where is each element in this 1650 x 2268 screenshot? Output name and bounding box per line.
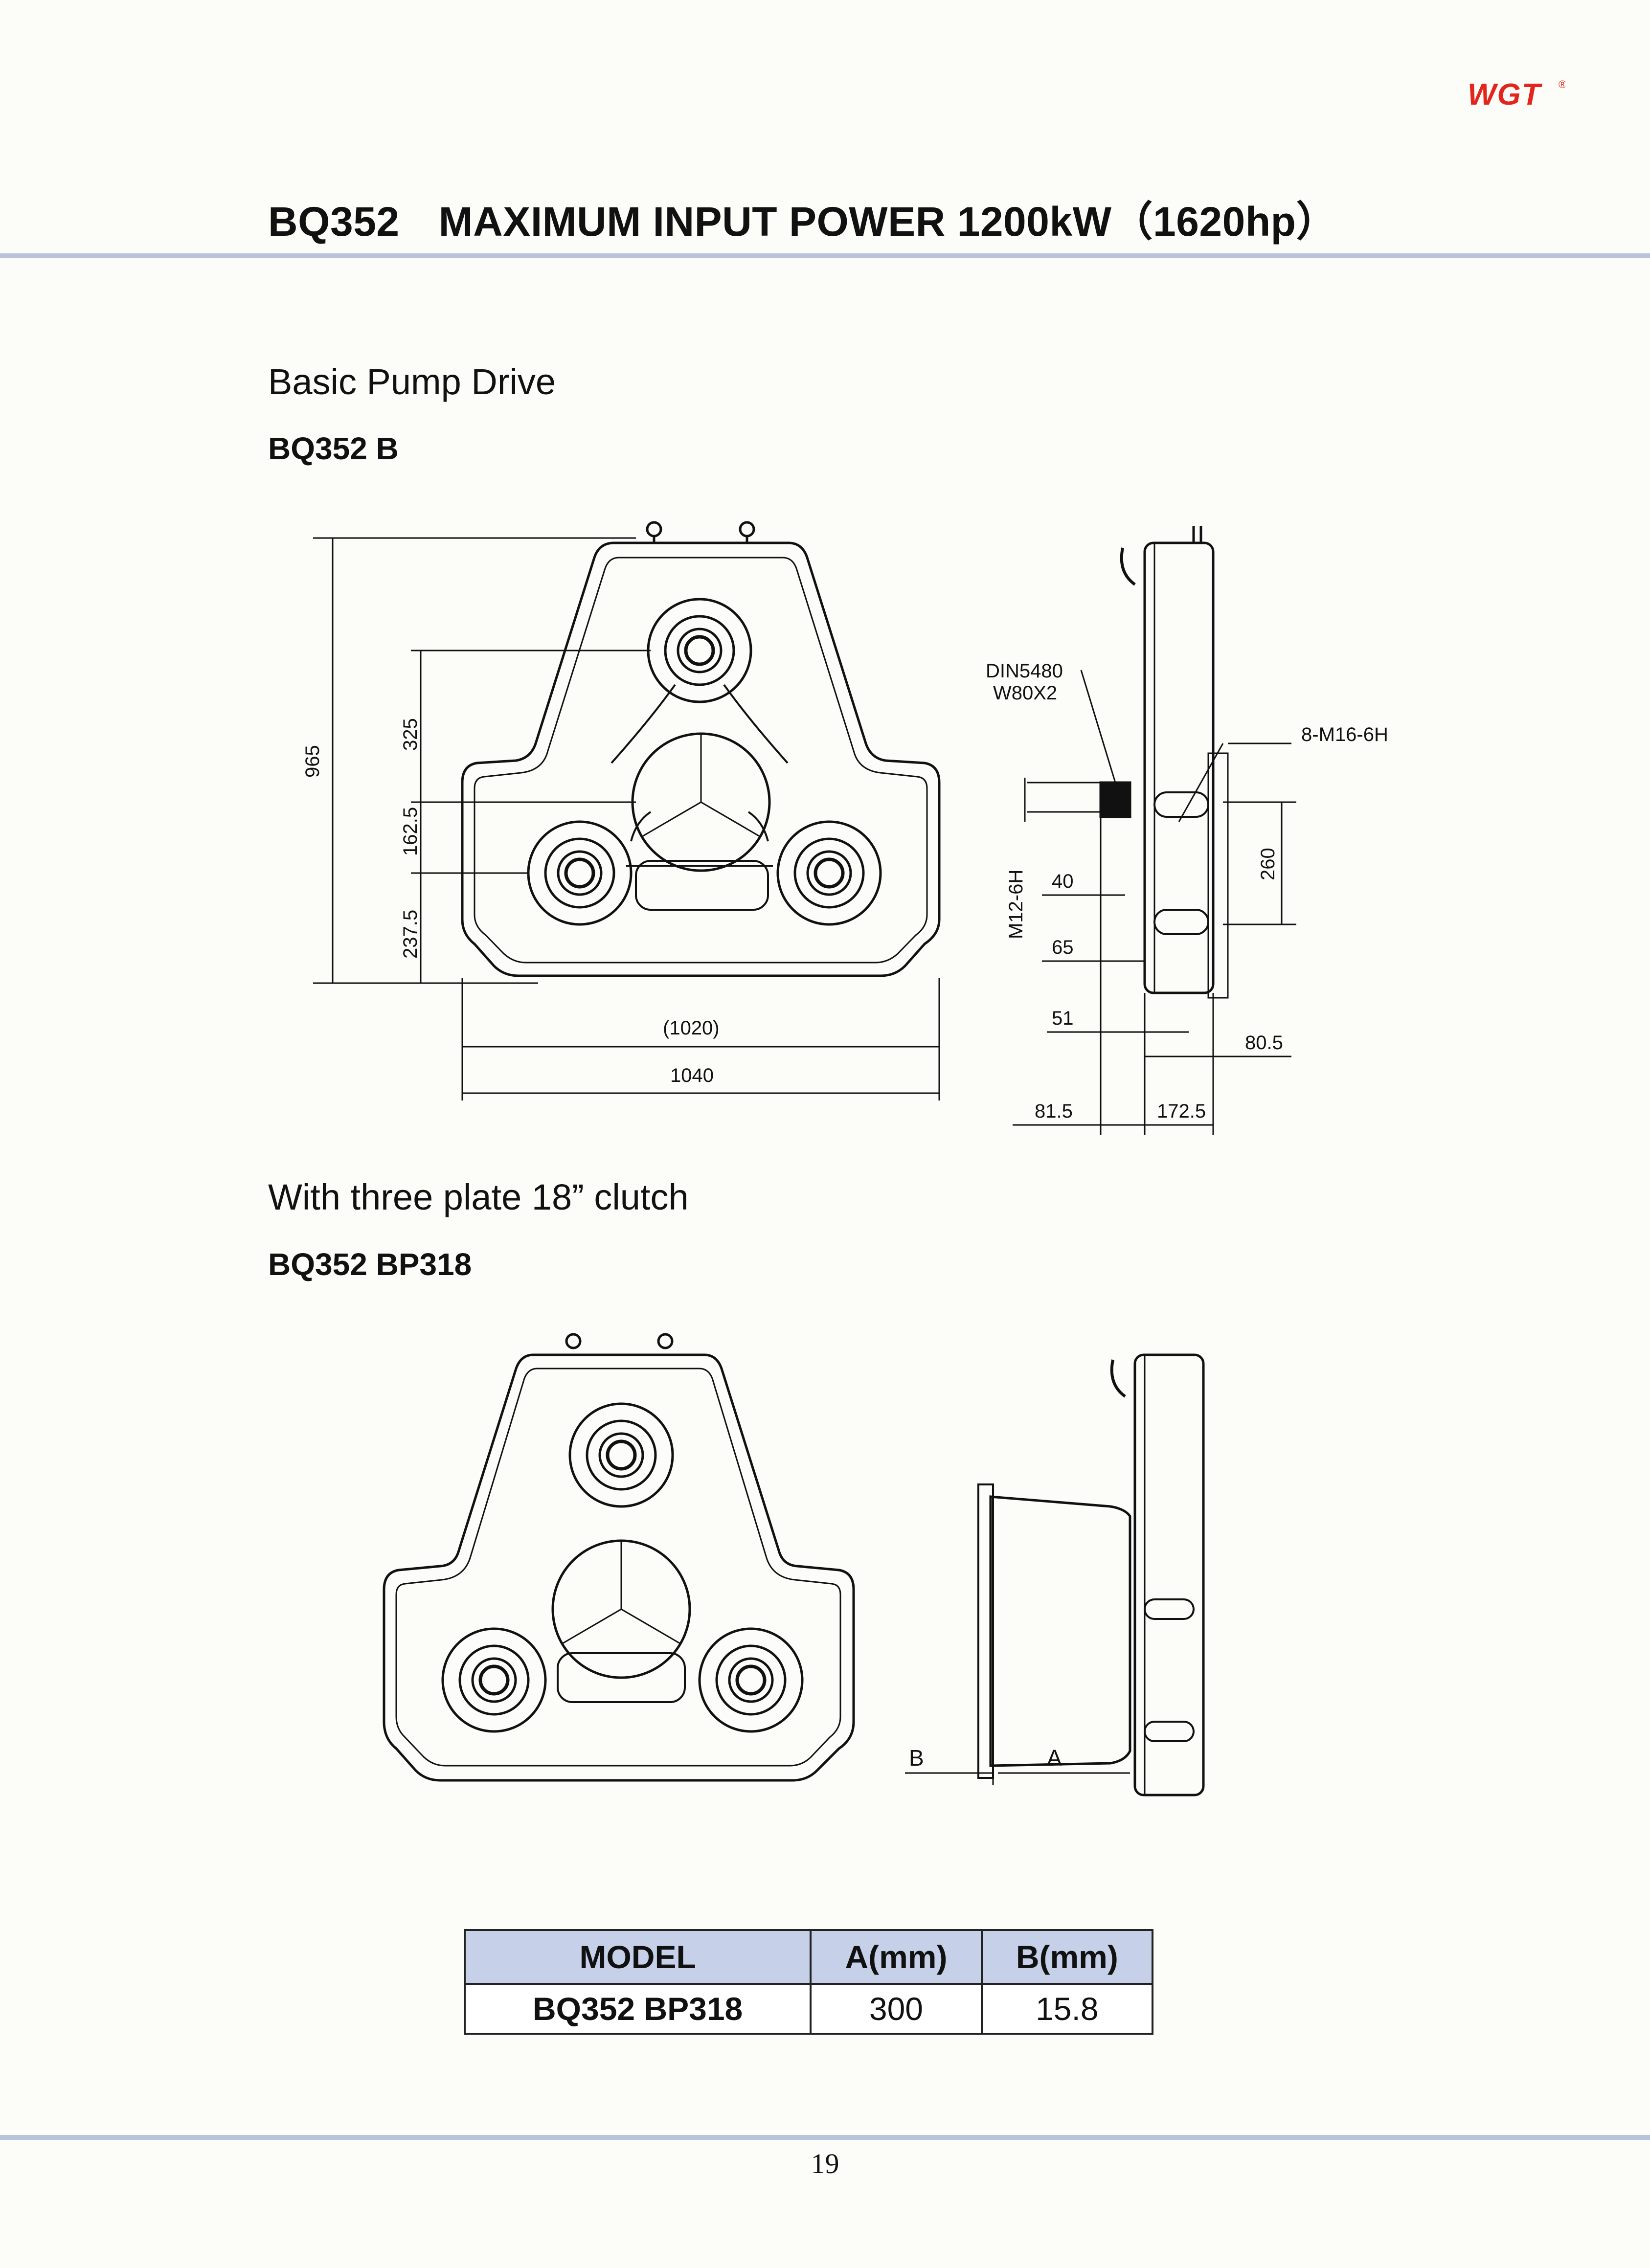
dim-40: 40 (1052, 871, 1074, 892)
title-text: MAXIMUM INPUT POWER 1200kW（1620hp） (438, 199, 1337, 245)
col-model: MODEL (463, 1929, 812, 1985)
dim-overall-width: 1040 (670, 1065, 714, 1086)
clutch-flange (977, 1483, 994, 1779)
clutch-housing (989, 1495, 1131, 1767)
col-b: B(mm) (980, 1929, 1154, 1985)
dim-b: B (909, 1745, 924, 1771)
logo-text: WGT (1468, 78, 1543, 112)
lifting-eye-right (739, 521, 755, 538)
wgt-logo: WGT ® (1468, 78, 1565, 112)
col-a: A(mm) (810, 1929, 983, 1985)
dim-flange-width: (1020) (663, 1017, 720, 1039)
top-gear-outer (647, 598, 752, 703)
slot-bottom (1153, 909, 1209, 935)
cell-a: 300 (810, 1983, 983, 2035)
side-housing (1143, 541, 1215, 994)
cell-b: 15.8 (980, 1983, 1154, 2035)
housing-outline-2 (383, 1353, 855, 1782)
spline-std: DIN5480 (986, 660, 1063, 682)
slot-top (1153, 791, 1209, 818)
dim-lower-center: 237.5 (400, 910, 421, 959)
basic-drive-front-view: 965 325 162.5 237.5 (1020) 1040 (302, 521, 941, 1100)
dim-middle-center: 162.5 (400, 807, 421, 856)
section2-model: BQ352 BP318 (268, 1247, 472, 1282)
table-header-row: MODEL A(mm) B(mm) (463, 1929, 1154, 1985)
section1-model: BQ352 B (268, 431, 399, 466)
dim-80-5: 80.5 (1245, 1032, 1283, 1054)
page-number: 19 (811, 2148, 839, 2179)
lower-window (635, 860, 769, 911)
housing-inner-line (474, 557, 928, 964)
lifting-eye-left (646, 521, 662, 538)
dim-a: A (1047, 1745, 1062, 1771)
left-gear-outer (527, 820, 633, 926)
table-row: BQ352 BP318 300 15.8 (463, 1983, 1154, 2035)
housing-outline (461, 541, 941, 977)
bolt-holes: 8-M16-6H (1301, 724, 1388, 745)
clutch-drive-side-view: B A (905, 1353, 1205, 1796)
dim-51: 51 (1052, 1008, 1074, 1029)
dim-slot-spacing: 260 (1257, 848, 1279, 880)
model-dimension-table: MODEL A(mm) B(mm) BQ352 BP318 300 15.8 (463, 1929, 1154, 2035)
basic-drive-side-view: DIN5480 W80X2 8-M16-6H 260 M12-6H 40 65 … (986, 526, 1388, 1135)
dim-65: 65 (1052, 937, 1074, 958)
header-rule (0, 253, 1650, 258)
tapped-hole: M12-6H (1005, 870, 1027, 939)
title-model: BQ352 (268, 199, 400, 245)
dim-81-5: 81.5 (1035, 1100, 1073, 1122)
dim-upper-center: 325 (400, 718, 421, 751)
dim-172-5: 172.5 (1157, 1100, 1206, 1122)
spline-size: W80X2 (993, 682, 1057, 704)
page-title: BQ352 MAXIMUM INPUT POWER 1200kW（1620hp） (268, 189, 1337, 248)
registered-mark: ® (1559, 78, 1565, 90)
section1-heading: Basic Pump Drive (268, 361, 556, 402)
right-gear-outer (776, 820, 882, 926)
clutch-drive-front-view (383, 1333, 855, 1782)
input-spline (1099, 781, 1131, 818)
footer-rule (0, 2135, 1650, 2140)
section2-heading: With three plate 18” clutch (268, 1177, 689, 1217)
cell-model: BQ352 BP318 (463, 1983, 812, 2035)
dim-overall-height: 965 (302, 745, 323, 778)
